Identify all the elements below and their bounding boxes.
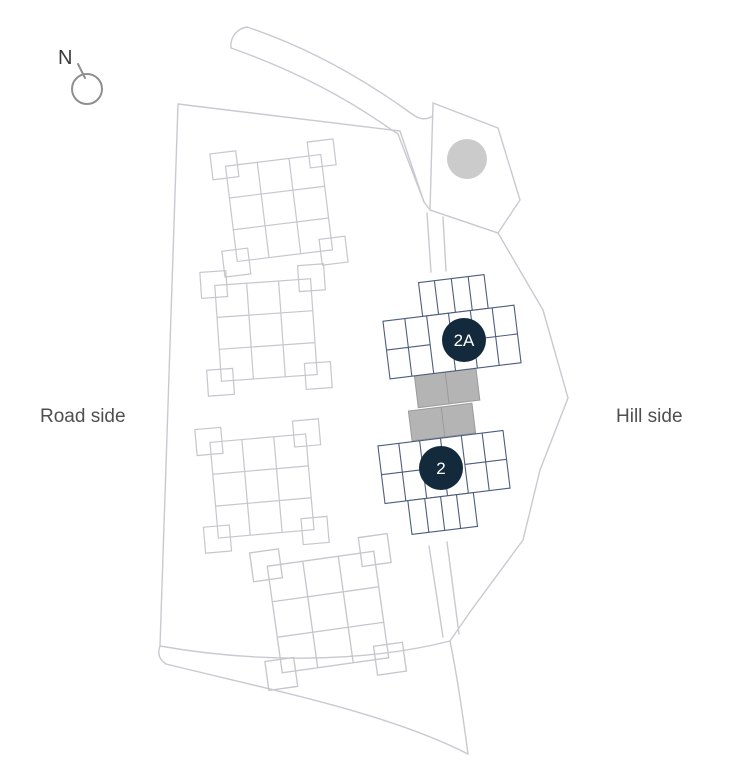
building-2a-top-row-units <box>433 276 473 315</box>
building-cluster-4 <box>248 532 408 692</box>
turning-area-outline <box>429 102 521 234</box>
road-side-label: Road side <box>40 406 126 427</box>
hill-side-label: Hill side <box>616 406 683 427</box>
access-road-top <box>230 26 434 203</box>
north-compass: N <box>58 47 103 105</box>
corridor-lower <box>428 541 460 638</box>
corridor-upper <box>426 212 447 273</box>
building-cluster-2 <box>199 263 333 397</box>
road-end-cap-bottom <box>158 645 167 665</box>
building-2-badge-circle[interactable] <box>419 446 463 490</box>
compass-needle-icon <box>77 63 86 79</box>
road-outer-edge <box>246 26 434 120</box>
landmark-circle <box>447 139 487 179</box>
north-label: N <box>58 47 72 69</box>
connector-block-lower <box>407 402 477 442</box>
building-2-badge-label: 2 <box>436 459 445 478</box>
building-cluster-3 <box>194 418 330 554</box>
compass-circle-icon <box>71 73 103 105</box>
building-2-bottom-row-units <box>424 494 462 533</box>
building-2a-badge-label: 2A <box>454 331 475 350</box>
building-2-badge[interactable]: 2 <box>419 446 463 490</box>
road-outer-edge-bottom <box>165 663 469 755</box>
site-boundary <box>159 103 569 659</box>
building-cluster-1 <box>209 138 349 278</box>
road-right-edge-bottom <box>449 640 469 755</box>
road-inner-edge <box>230 47 425 203</box>
building-2a-badge[interactable]: 2A <box>442 318 486 362</box>
connector-blocks <box>407 365 481 442</box>
access-road-bottom <box>158 640 469 755</box>
building-2a-badge-circle[interactable] <box>442 318 486 362</box>
building-clusters <box>194 138 408 692</box>
corridor-lines <box>426 212 460 638</box>
turning-area <box>429 102 521 234</box>
road-end-cap <box>230 26 248 49</box>
